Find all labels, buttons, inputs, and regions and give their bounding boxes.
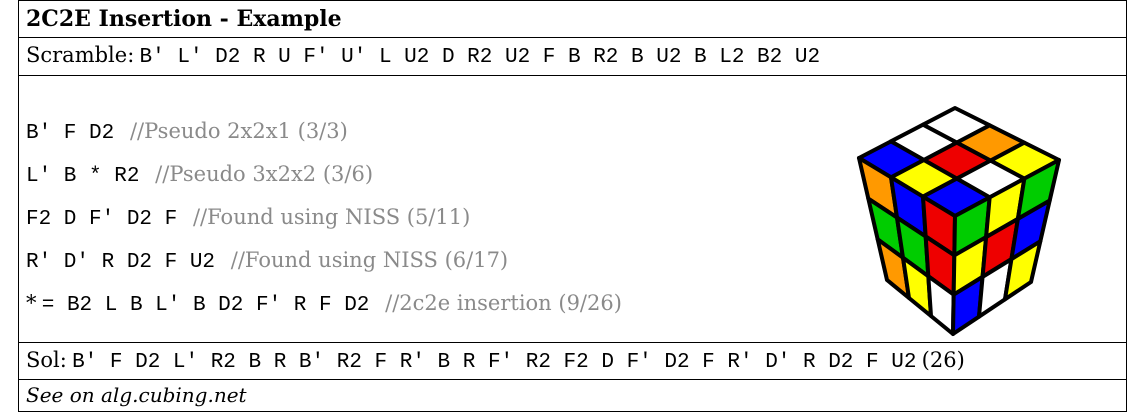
solution-move-count: (26)	[921, 348, 965, 372]
step-moves: B' F D2	[26, 122, 115, 145]
step-comment: //Pseudo 3x2x2 (3/6)	[155, 162, 374, 186]
page-title: 2C2E Insertion - Example	[19, 0, 1126, 37]
step-moves: L' B * R2	[26, 165, 140, 188]
step-line: B' F D2 //Pseudo 2x2x1 (3/3)	[26, 119, 348, 145]
scramble-moves: B' L' D2 R U F' U' L U2 D R2 U2 F B R2 B…	[139, 46, 821, 69]
step-comment: //Found using NISS (5/11)	[192, 205, 471, 229]
solution-moves: B' F D2 L' R2 B R B' R2 F R' B R F' R2 F…	[72, 351, 917, 374]
step-line: * = B2 L B L' B D2 F' R F D2 //2c2e inse…	[26, 291, 622, 317]
scramble-label: Scramble:	[26, 43, 135, 67]
alg-cubing-link[interactable]: See on alg.cubing.net	[19, 379, 1126, 412]
step-moves: = B2 L B L' B D2 F' R F D2	[41, 294, 370, 317]
solution-label: Sol:	[26, 348, 67, 372]
step-moves: F2 D F' D2 F	[26, 208, 178, 231]
solution-row: Sol: B' F D2 L' R2 B R B' R2 F R' B R F'…	[19, 342, 1126, 379]
step-line: L' B * R2 //Pseudo 3x2x2 (3/6)	[26, 162, 373, 188]
step-line: F2 D F' D2 F //Found using NISS (5/11)	[26, 205, 470, 231]
step-comment: //Pseudo 2x2x1 (3/3)	[129, 119, 348, 143]
right-face-sticker	[1003, 239, 1043, 302]
scramble-row: Scramble: B' L' D2 R U F' U' L U2 D R2 U…	[19, 37, 1126, 75]
step-comment: //Found using NISS (6/17)	[230, 248, 509, 272]
step-prefix: *	[26, 291, 37, 315]
step-line: R' D' R D2 F U2 //Found using NISS (6/17…	[26, 248, 508, 274]
solution-steps: B' F D2 //Pseudo 2x2x1 (3/3) L' B * R2 /…	[19, 75, 1126, 342]
step-moves: R' D' R D2 F U2	[26, 251, 216, 274]
rubiks-cube-illustration	[857, 106, 1061, 336]
example-table: 2C2E Insertion - Example Scramble: B' L'…	[18, 0, 1127, 412]
step-comment: //2c2e insertion (9/26)	[385, 291, 622, 315]
